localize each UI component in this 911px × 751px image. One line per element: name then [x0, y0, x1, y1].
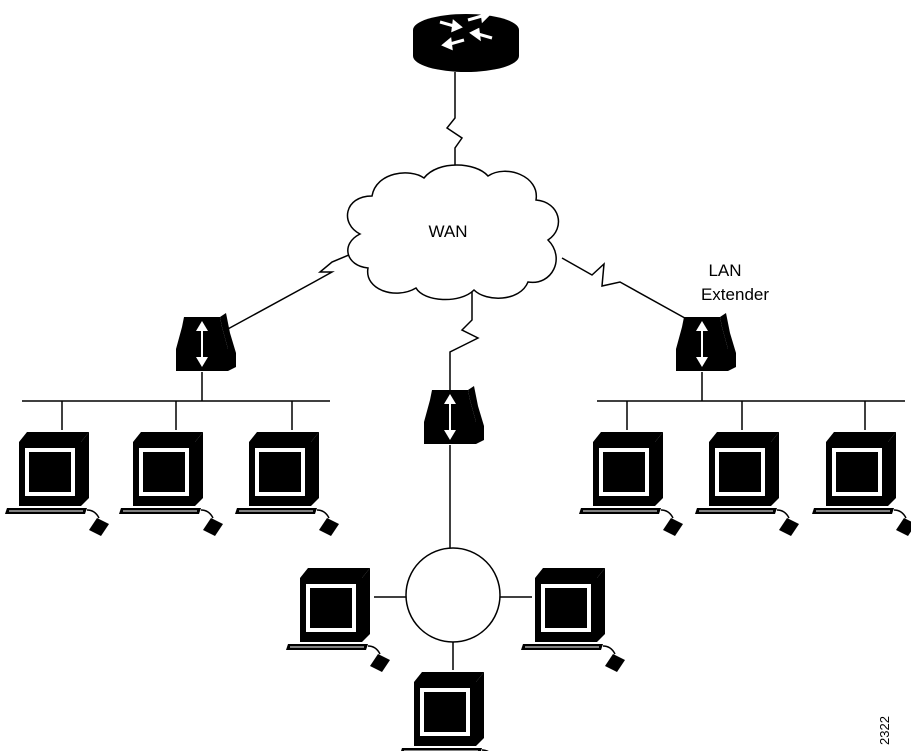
token-ring-icon: [374, 445, 532, 670]
wan-cloud-icon: WAN: [346, 164, 560, 301]
lan-extender-right-icon: [675, 312, 737, 372]
workstation-right-1-icon: [578, 431, 684, 537]
workstation-left-1-icon: [4, 431, 110, 537]
lan-extender-left-icon: [175, 312, 237, 372]
wan-links: [225, 72, 693, 392]
lan-extender-label-line1: LAN: [708, 261, 741, 280]
workstation-right-2-icon: [694, 431, 800, 537]
wan-label: WAN: [428, 222, 467, 241]
lan-extender-label: LAN Extender: [701, 261, 769, 304]
figure-number: 2322: [877, 716, 892, 745]
ethernet-buses: [22, 372, 905, 430]
workstation-ring-bottom-icon: [399, 671, 505, 751]
router-icon: [413, 9, 519, 72]
workstation-ring-right-icon: [520, 567, 626, 673]
lan-extender-label-line2: Extender: [701, 285, 769, 304]
lan-extender-center-icon: [423, 385, 485, 445]
workstation-left-3-icon: [234, 431, 340, 537]
workstation-right-3-icon: [811, 431, 911, 537]
workstation-left-2-icon: [118, 431, 224, 537]
workstation-ring-left-icon: [285, 567, 391, 673]
